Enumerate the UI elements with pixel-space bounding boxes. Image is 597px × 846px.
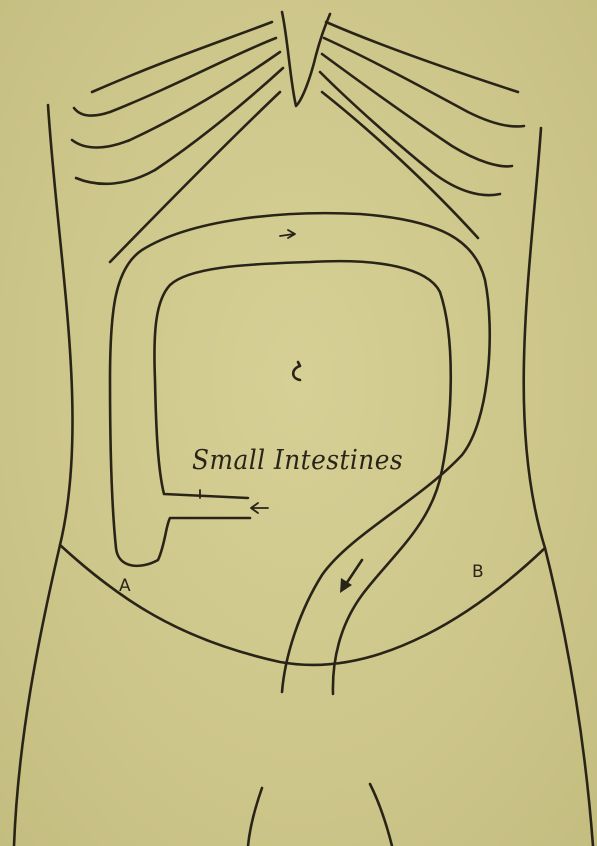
arrow-descending-head xyxy=(340,578,352,593)
right-rib-2 xyxy=(324,38,524,126)
right-rib-3 xyxy=(322,54,512,166)
colon-inner-wall xyxy=(154,261,450,694)
lower-outline-left xyxy=(248,788,262,846)
left-rib-5 xyxy=(110,92,280,262)
arrow-junction xyxy=(251,503,268,513)
arrow-transverse xyxy=(280,230,295,238)
right-rib-1 xyxy=(326,22,518,92)
torso-left-side xyxy=(14,105,73,846)
left-rib-2 xyxy=(74,38,276,115)
small-intestines-label: Small Intestines xyxy=(192,447,403,474)
point-a-label: A xyxy=(119,578,131,595)
right-rib-5 xyxy=(322,92,478,238)
point-b-label: B xyxy=(472,564,484,581)
torso-right-side xyxy=(524,128,593,846)
arrow-descending xyxy=(346,560,362,584)
right-rib-4 xyxy=(320,72,500,195)
lower-outline-right xyxy=(370,784,392,846)
